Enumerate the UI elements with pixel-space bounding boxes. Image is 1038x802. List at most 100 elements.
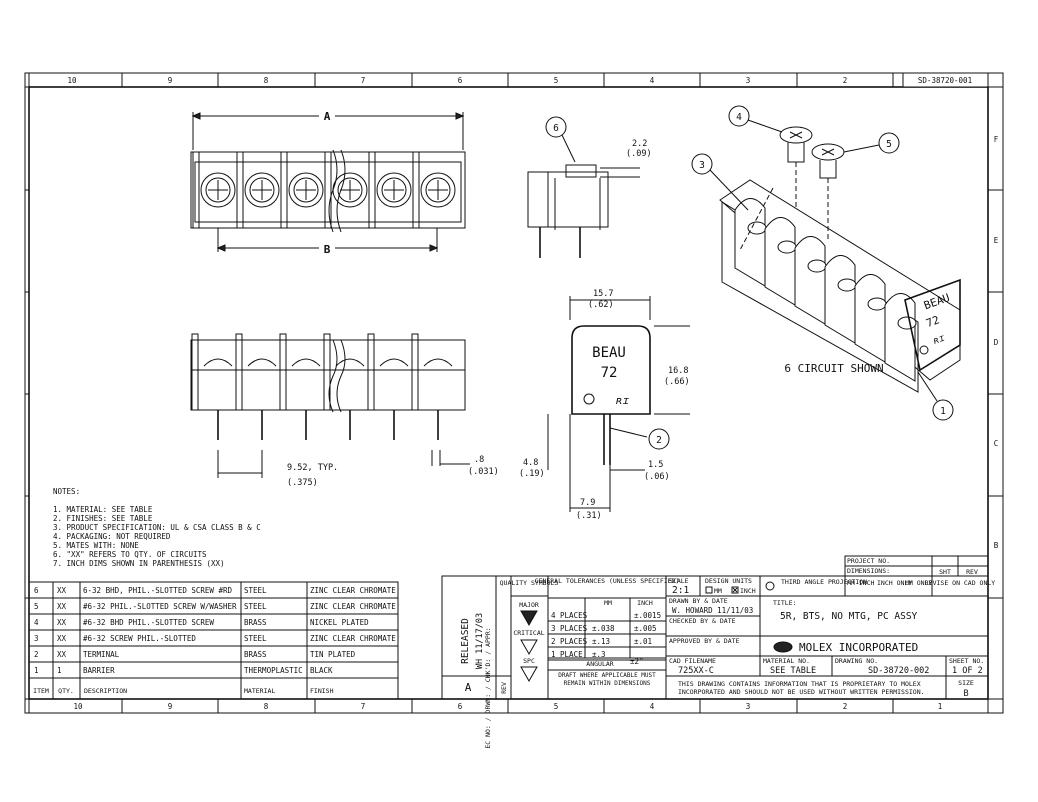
zone-col-4: 4 bbox=[650, 76, 655, 85]
projection-label: THIRD ANGLE PROJECTION bbox=[781, 578, 867, 586]
iso-barrier-fin bbox=[764, 217, 796, 306]
tolerances-col-inch: INCH bbox=[637, 599, 653, 607]
proprietary-notice-2: INCORPORATED AND SHOULD NOT BE USED WITH… bbox=[678, 688, 925, 696]
dimension-pitch-inch: (.375) bbox=[287, 478, 318, 488]
end-view: 15.7 (.62) BEAU 72 ʀɪ 16.8 (.66) 2 4.8 (… bbox=[519, 289, 690, 521]
quality-critical: CRITICAL bbox=[513, 629, 544, 637]
tolerance-inch: ±.005 bbox=[634, 624, 657, 633]
top-view: A B bbox=[190, 110, 466, 256]
dimension-1-5: 1.5 bbox=[648, 460, 663, 470]
dimension-0-8-inch: (.031) bbox=[468, 467, 499, 477]
checked-by-label: CHECKED BY & DATE bbox=[669, 617, 736, 625]
bom-header-description: DESCRIPTION bbox=[84, 687, 127, 695]
tolerance-mm: ±.13 bbox=[592, 637, 610, 646]
dimension-1-5-inch: (.06) bbox=[644, 472, 670, 482]
quality-major: MAJOR bbox=[519, 601, 539, 609]
material-no-value: SEE TABLE bbox=[770, 666, 816, 676]
front-view-barrier-fin bbox=[191, 333, 199, 411]
zone-col-9: 9 bbox=[168, 76, 173, 85]
dimension-4-8-inch: (.19) bbox=[519, 469, 545, 479]
project-no-label: PROJECT NO. bbox=[847, 557, 890, 565]
dimension-7-9: 7.9 bbox=[580, 498, 595, 508]
bom-header-finish: FINISH bbox=[310, 687, 334, 695]
zone-col-5: 5 bbox=[554, 76, 559, 85]
tolerance-places: 1 PLACE bbox=[551, 650, 583, 659]
drawing-no-value: SD-38720-002 bbox=[868, 666, 929, 676]
tolerances-angular-value: ±2° bbox=[630, 657, 644, 666]
iso-barrier-fin bbox=[824, 255, 856, 344]
tolerance-places: 4 PLACES bbox=[551, 611, 588, 620]
note-3: 3. PRODUCT SPECIFICATION: UL & CSA CLASS… bbox=[53, 523, 261, 532]
size-value: B bbox=[963, 689, 968, 699]
note-6: 6. "XX" REFERS TO QTY. OF CIRCUITS bbox=[53, 550, 207, 559]
zone-col-3-bottom: 3 bbox=[746, 702, 751, 711]
zone-col-8-bottom: 8 bbox=[264, 702, 269, 711]
front-view: 9.52, TYP. (.375) .8 (.031) bbox=[190, 333, 499, 488]
dimension-15-7-inch: (.62) bbox=[588, 300, 614, 310]
bom-description: #6-32 SCREW PHIL.-SLOTTED bbox=[83, 634, 196, 643]
balloon-6 bbox=[545, 116, 567, 138]
bom-description: TERMINAL bbox=[83, 650, 120, 659]
bom-header-item: ITEM bbox=[33, 687, 49, 695]
sht-label: SHT bbox=[939, 568, 951, 576]
tolerance-mm: ±.038 bbox=[592, 624, 615, 633]
balloon-2 bbox=[648, 428, 670, 450]
view-caption: 6 CIRCUIT SHOWN bbox=[784, 362, 883, 375]
company-logo-icon bbox=[773, 641, 793, 653]
drawn-by-label: DRAWN BY & DATE bbox=[669, 597, 728, 605]
zone-col-5-bottom: 5 bbox=[554, 702, 559, 711]
revise-note: REVISE ON CAD ONLY bbox=[925, 579, 996, 587]
note-4: 4. PACKAGING: NOT REQUIRED bbox=[53, 532, 171, 541]
tolerance-inch: ±.0015 bbox=[634, 611, 661, 620]
drawing-number-tab-box bbox=[902, 72, 989, 88]
zone-col-2: 2 bbox=[843, 76, 848, 85]
title-label: TITLE: bbox=[773, 599, 796, 607]
dimension-2-2: 2.2 bbox=[632, 139, 647, 149]
note-5: 5. MATES WITH: NONE bbox=[53, 541, 139, 550]
cad-filename-value: 725XX-C bbox=[678, 666, 714, 676]
approved-by-label: APPROVED BY & DATE bbox=[669, 637, 740, 645]
iso-marking-brand: BEAU bbox=[922, 291, 951, 312]
design-units-mm-checkbox bbox=[705, 586, 713, 594]
tolerance-inch: ±.01 bbox=[634, 637, 652, 646]
bom-qty: XX bbox=[57, 634, 67, 643]
scale-value: 2:1 bbox=[672, 585, 689, 596]
bom-material: THERMOPLASTIC bbox=[244, 666, 303, 675]
bom-qty: XX bbox=[57, 602, 67, 611]
dimension-2-2-inch: (.09) bbox=[626, 149, 652, 159]
tolerance-places: 3 PLACES bbox=[551, 624, 588, 633]
bom-description: BARRIER bbox=[83, 666, 115, 675]
bom-description: #6-32 PHIL.-SLOTTED SCREW W/WASHER bbox=[83, 602, 237, 611]
end-view-marking-brand: BEAU bbox=[592, 345, 626, 361]
dimensions-mm-inch: MM INCH bbox=[847, 579, 874, 587]
bom-item-number: 5 bbox=[34, 602, 39, 611]
bom-finish: ZINC CLEAR CHROMATE bbox=[310, 634, 396, 643]
zone-col-8: 8 bbox=[264, 76, 269, 85]
zone-col-7-bottom: 7 bbox=[361, 702, 366, 711]
rev-label: REV bbox=[966, 568, 978, 576]
front-view-barrier-fin bbox=[235, 333, 243, 411]
balloon-1 bbox=[932, 399, 954, 421]
tolerances-title: GENERAL TOLERANCES (UNLESS SPECIFIED) bbox=[535, 577, 680, 585]
cad-filename-label: CAD FILENAME bbox=[669, 657, 716, 665]
bom-item-number: 1 bbox=[34, 666, 39, 675]
balloon-3 bbox=[691, 153, 713, 175]
bom-qty: XX bbox=[57, 650, 67, 659]
zone-row-f: F bbox=[994, 135, 999, 144]
front-view-barrier-fin bbox=[411, 333, 419, 411]
iso-barrier-fin bbox=[854, 274, 886, 363]
tolerance-mm: ±.3 bbox=[592, 650, 606, 659]
revision-release-info: WH 11/17/03 bbox=[475, 613, 485, 669]
zone-col-3: 3 bbox=[746, 76, 751, 85]
scale-label: SCALE bbox=[669, 577, 689, 585]
balloon-4-text: 4 bbox=[736, 112, 742, 123]
zone-labels-top: 10 9 8 7 6 5 4 3 2 bbox=[67, 76, 847, 85]
dimension-16-8-inch: (.66) bbox=[664, 377, 690, 387]
bom-item-number: 3 bbox=[34, 634, 39, 643]
tolerance-places: 2 PLACES bbox=[551, 637, 588, 646]
balloon-3-text: 3 bbox=[699, 160, 705, 171]
bom-material: STEEL bbox=[244, 602, 267, 611]
dimensions-label: DIMENSIONS: bbox=[847, 567, 890, 575]
balloon-5 bbox=[878, 132, 900, 154]
